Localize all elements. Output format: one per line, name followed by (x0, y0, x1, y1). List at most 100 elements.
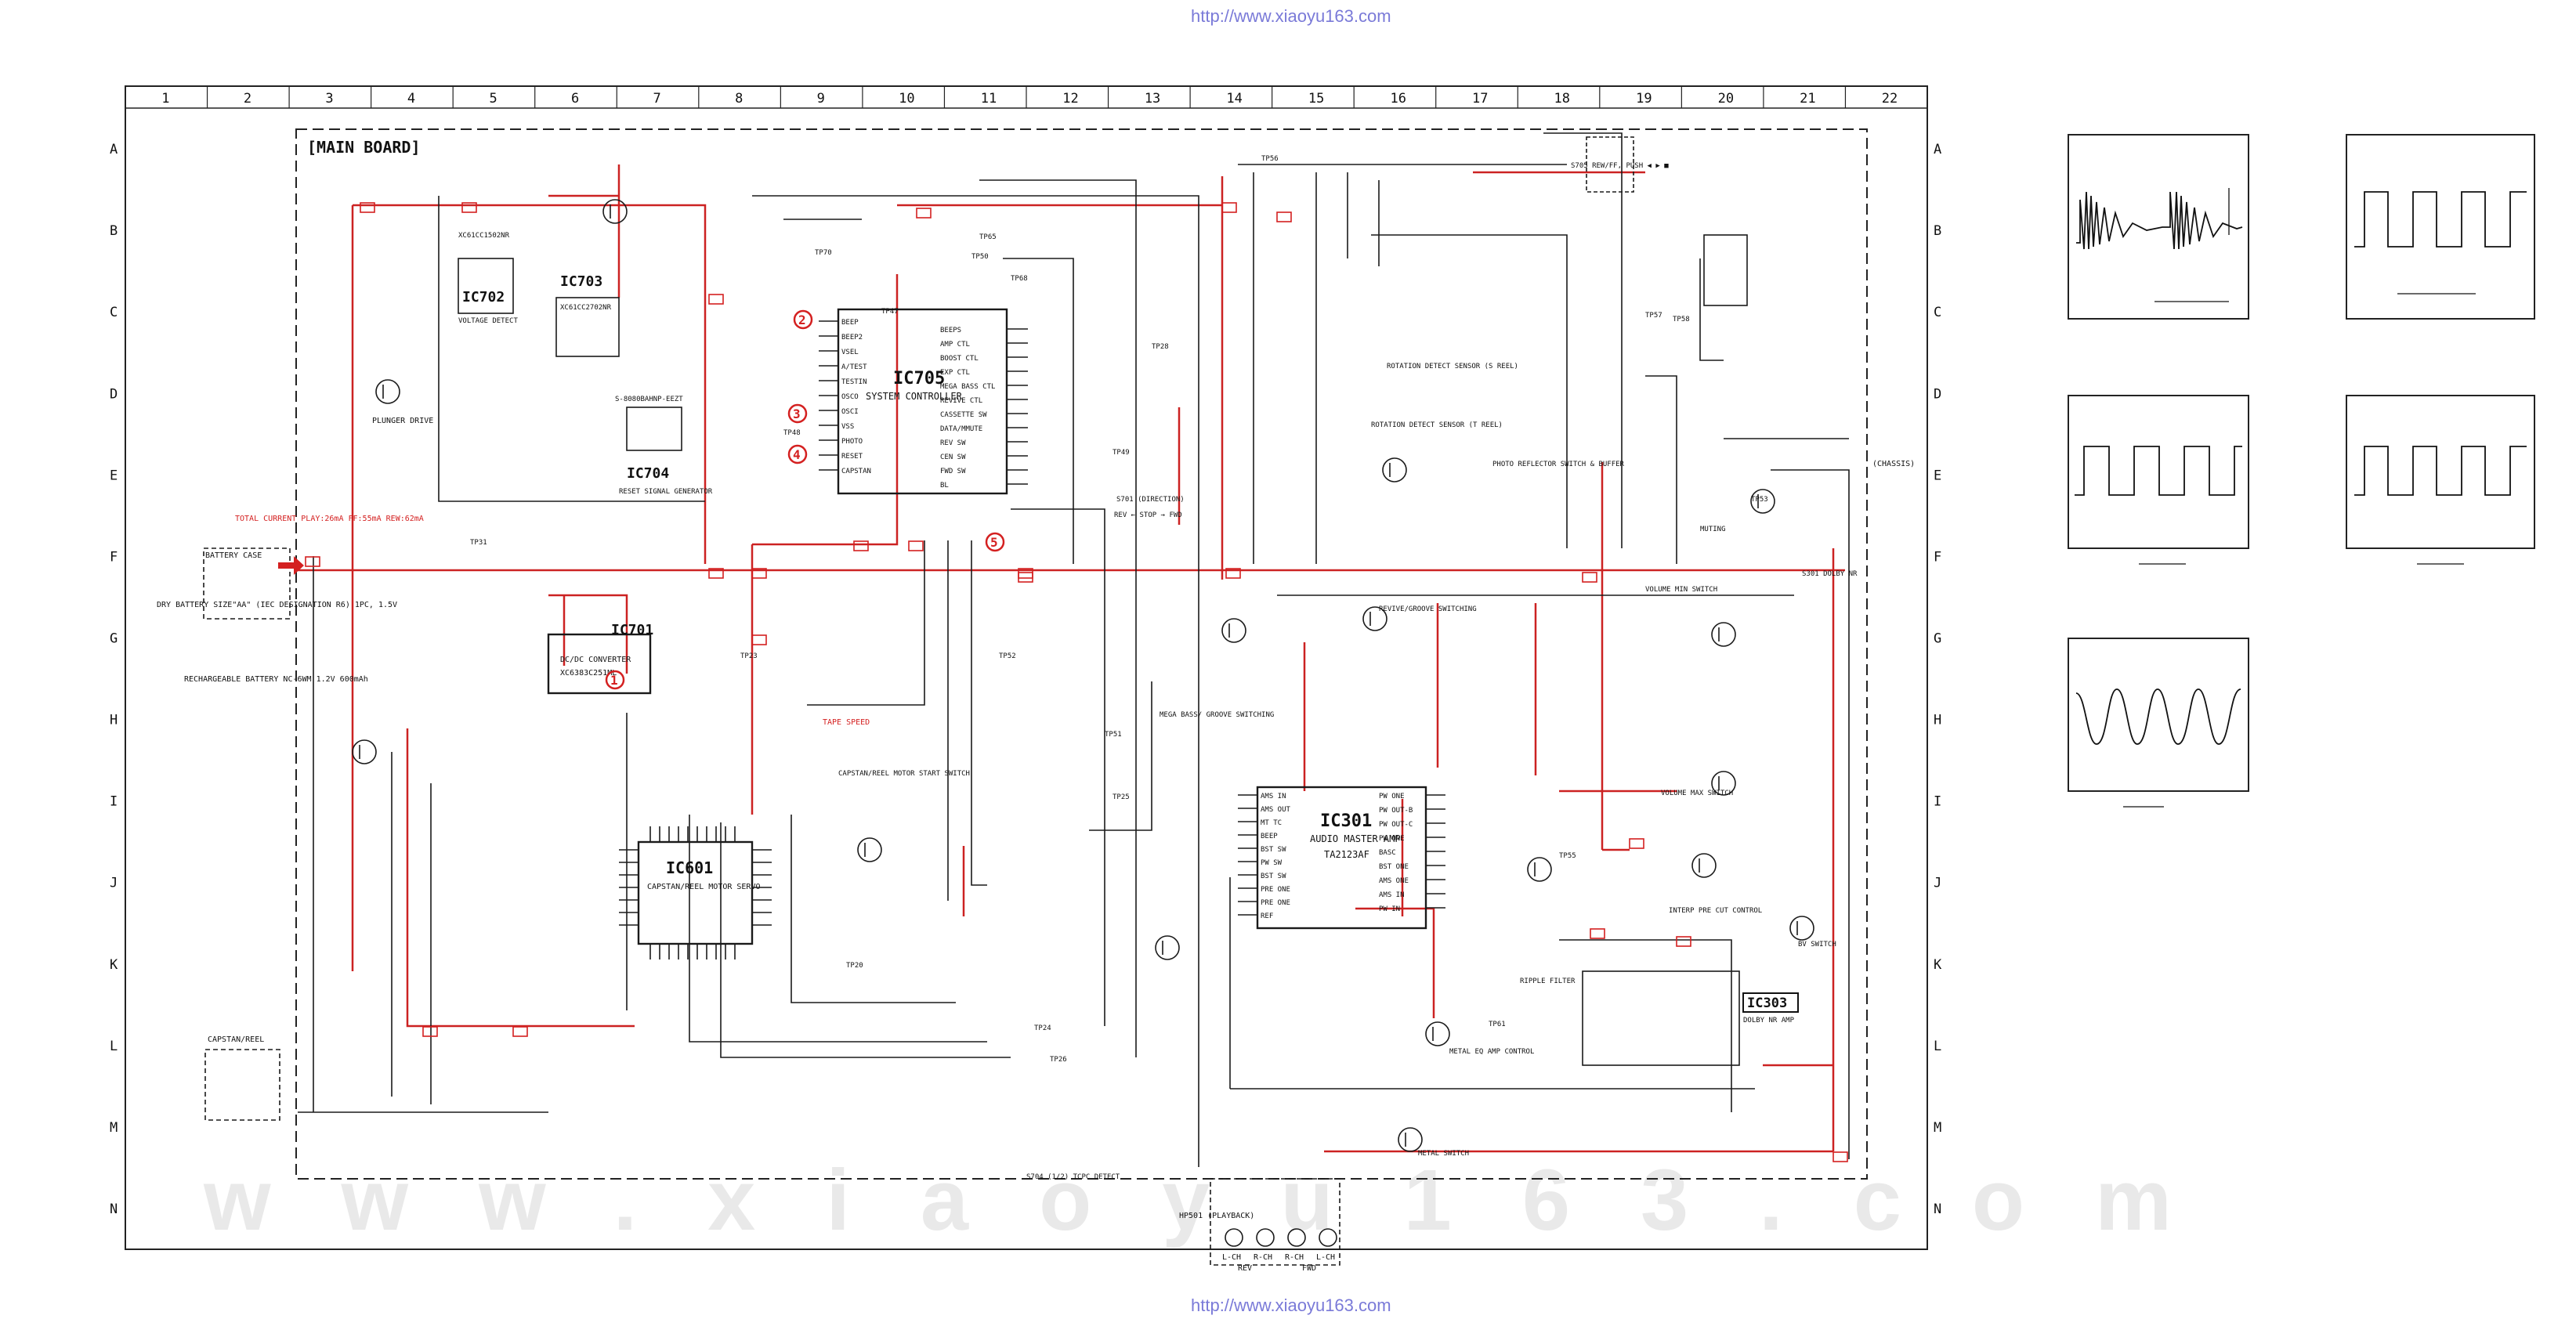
ic705-pin-label: REVIVE CTL (940, 397, 982, 405)
test-point-label: TP49 (1113, 449, 1130, 457)
ic702-voltage-detect: IC702 XC61CC1502NR VOLTAGE DETECT (458, 232, 518, 325)
ic703-voltage-detect: IC703 XC61CC2702NR (555, 273, 620, 357)
svg-text:5: 5 (990, 535, 998, 550)
test-point-label: TP57 (1645, 312, 1662, 320)
grid-col-label: 10 (899, 91, 914, 107)
svg-text:S705 REW/FF, PUSH ◀ ▶ ■: S705 REW/FF, PUSH ◀ ▶ ■ (1571, 162, 1669, 170)
svg-text:R-CH: R-CH (1254, 1253, 1272, 1262)
svg-text:IC303: IC303 (1747, 996, 1787, 1011)
test-point-label: TP61 (1489, 1021, 1506, 1028)
waveform-w5 (2068, 638, 2249, 808)
test-point-label: TP70 (815, 249, 832, 257)
ic301-pin-label: PW OUT-B (1379, 807, 1413, 815)
ic705-left-pins: BEEPBEEP2VSELA/TESTTESTINOSCOOSCIVSSPHOT… (819, 319, 871, 475)
svg-text:AUDIO MASTER AMP: AUDIO MASTER AMP (1310, 833, 1401, 844)
grid-col-label: 22 (1882, 91, 1898, 107)
grid-col-label: 12 (1062, 91, 1078, 107)
grid-row-label-right: K (1934, 957, 1942, 973)
svg-text:METAL SWITCH: METAL SWITCH (1418, 1150, 1469, 1158)
ic301-pin-label: BST ONE (1379, 863, 1409, 871)
svg-text:IC705: IC705 (893, 369, 945, 388)
ic705-pin-label: TESTIN (841, 378, 867, 386)
svg-text:DRY BATTERY SIZE"AA" (IEC DESI: DRY BATTERY SIZE"AA" (IEC DESIGNATION R6… (157, 601, 397, 609)
ic705-pin-label: BEEPS (940, 327, 961, 334)
svg-text:VOLUME MIN SWITCH: VOLUME MIN SWITCH (1645, 586, 1717, 594)
ic705-pin-label: A/TEST (841, 363, 867, 371)
transistor-symbol (1425, 1021, 1450, 1046)
transistor-symbol (1398, 1127, 1423, 1152)
grid-row-label-left: C (110, 305, 118, 320)
grid-col-label: 14 (1226, 91, 1242, 107)
ic301-pin-label: PW OUT-C (1379, 821, 1413, 829)
grid-row-label-right: G (1934, 631, 1941, 646)
grid-col-label: 4 (407, 91, 415, 107)
connection-tag (1225, 568, 1241, 579)
svg-text:PLUNGER DRIVE: PLUNGER DRIVE (372, 417, 433, 425)
connection-tag (305, 556, 320, 567)
ic705-pin-label: VSEL (841, 349, 859, 356)
grid-col-label: 17 (1472, 91, 1488, 107)
ic705-pin-label: CAPSTAN (841, 468, 871, 475)
ic705-pin-label: DATA/MMUTE (940, 425, 982, 433)
ic301-pin-label: MT TC (1261, 819, 1282, 827)
transistor-symbol (1382, 457, 1407, 482)
red-traces (298, 164, 1845, 1153)
misc-labels: PLUNGER DRIVE TAPE SPEED CAPSTAN/REEL MO… (372, 363, 1915, 1181)
connection-tag (360, 202, 375, 213)
svg-text:IC701: IC701 (611, 622, 653, 638)
ic705-pin-label: EXP CTL (940, 369, 970, 377)
ic705-pin-label: AMP CTL (940, 341, 970, 349)
ic705-pin-label: BEEP (841, 319, 859, 327)
svg-text:ROTATION DETECT SENSOR (T REEL: ROTATION DETECT SENSOR (T REEL) (1371, 421, 1503, 429)
grid-col-label: 7 (653, 91, 661, 107)
grid-row-label-left: B (110, 223, 118, 239)
transistor-symbol (375, 379, 400, 404)
ic705-pin-label: OSCO (841, 393, 859, 401)
grid-row-label-right: J (1934, 876, 1941, 891)
svg-text:L-CH: L-CH (1222, 1253, 1241, 1262)
grid-row-label-right: C (1934, 305, 1941, 320)
top-url[interactable]: http://www.xiaoyu163.com (1191, 6, 1391, 26)
ic705-pin-label: BEEP2 (841, 334, 863, 341)
svg-text:IC703: IC703 (560, 273, 602, 290)
svg-text:L-CH: L-CH (1316, 1253, 1335, 1262)
svg-text:4: 4 (793, 447, 801, 462)
connection-tag (708, 294, 724, 305)
ic301-pin-label: BASC (1379, 849, 1396, 857)
connection-tag (708, 568, 724, 579)
connection-tag (908, 540, 924, 551)
grid-col-label: 20 (1718, 91, 1734, 107)
test-point-label: TP55 (1559, 852, 1576, 860)
ic705-pin-label: FWD SW (940, 468, 966, 475)
svg-text:XC6383C251ML: XC6383C251ML (560, 669, 617, 678)
svg-text:HP501 (PLAYBACK): HP501 (PLAYBACK) (1179, 1212, 1254, 1220)
test-point-label: TP52 (999, 652, 1016, 660)
test-point-label: TP25 (1113, 793, 1130, 801)
headphone-jack: HP501 (PLAYBACK) L-CH R-CH R-CH L-CH REV… (1179, 1178, 1340, 1273)
transistor-symbol (1711, 622, 1736, 647)
svg-text:DC/DC CONVERTER: DC/DC CONVERTER (560, 656, 631, 664)
bottom-url[interactable]: http://www.xiaoyu163.com (1191, 1296, 1391, 1315)
ic705-pin-label: VSS (841, 423, 854, 431)
grid-row-label-left: I (110, 794, 118, 810)
svg-text:S701 (DIRECTION): S701 (DIRECTION) (1116, 496, 1185, 504)
svg-text:TOTAL CURRENT PLAY:26mA FF:55m: TOTAL CURRENT PLAY:26mA FF:55mA REW:62mA (235, 515, 424, 523)
ic701-dcdc: IC701 DC/DC CONVERTER XC6383C251ML (547, 622, 653, 695)
grid-col-label: 6 (571, 91, 579, 107)
ic301-pin-label: AMS IN (1379, 891, 1405, 899)
svg-text:www.xiaoyu163.com: www.xiaoyu163.com (203, 1152, 2242, 1249)
svg-text:MEGA BASS/ GROOVE SWITCHING: MEGA BASS/ GROOVE SWITCHING (1160, 711, 1274, 719)
grid-row-label-right: F (1934, 549, 1941, 565)
svg-text:IC702: IC702 (462, 289, 505, 305)
transistors (352, 199, 1814, 1152)
svg-text:VOLUME MAX SWITCH: VOLUME MAX SWITCH (1661, 790, 1733, 797)
test-point-label: TP28 (1152, 343, 1169, 351)
ic301-pin-label: PW IN (1379, 905, 1400, 913)
ic301-pin-label: BST SW (1261, 846, 1286, 854)
transistor-symbol (1155, 935, 1180, 960)
svg-text:XC61CC1502NR: XC61CC1502NR (458, 232, 510, 240)
waveform-w2 (2346, 134, 2535, 320)
